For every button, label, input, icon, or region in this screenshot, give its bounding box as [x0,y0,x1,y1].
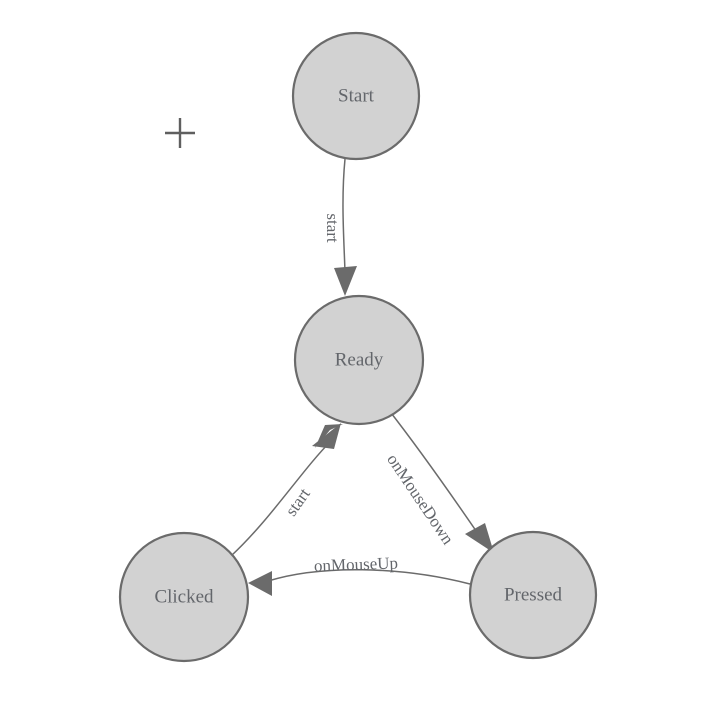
arrow-head-icon [315,424,343,448]
node-ready[interactable]: Ready [293,294,425,426]
edge-pressed-to-clicked[interactable] [248,568,471,596]
edge-label-text: start [323,213,342,243]
node-label: Pressed [504,584,563,605]
edge-path [387,408,484,542]
node-label: Start [338,85,375,106]
arrow-head-icon [312,423,341,449]
node-shape[interactable] [118,531,250,663]
arrow-head-icon [248,571,272,596]
edge-ready-to-pressed[interactable] [387,408,494,553]
edge-label-text: onMouseDown [383,450,458,548]
edge-start-to-ready[interactable] [334,158,357,296]
edge-path [230,440,332,557]
node-shape[interactable] [293,294,425,426]
node-shape[interactable] [468,530,598,660]
edge-label-start-to-ready: start [323,213,342,243]
node-shape[interactable] [291,31,421,161]
crosshair-icon [165,118,195,148]
edge-label-text: start [282,484,315,519]
node-clicked[interactable]: Clicked [118,531,250,663]
edge-label-clicked-to-ready: start [282,484,315,519]
edge-label-pressed-to-clicked: onMouseUp [314,553,399,575]
node-label: Ready [335,349,384,370]
edge-path [267,568,471,585]
edge-path [342,158,346,273]
node-pressed[interactable]: Pressed [468,530,598,660]
edge-label-ready-to-pressed: onMouseDown [383,450,458,548]
node-label: Clicked [154,586,214,607]
arrow-head-icon [465,523,494,553]
edge-label-text: onMouseUp [314,553,399,575]
edge-clicked-to-ready[interactable] [230,423,343,557]
node-start[interactable]: Start [291,31,421,161]
arrow-head-icon [334,266,357,296]
